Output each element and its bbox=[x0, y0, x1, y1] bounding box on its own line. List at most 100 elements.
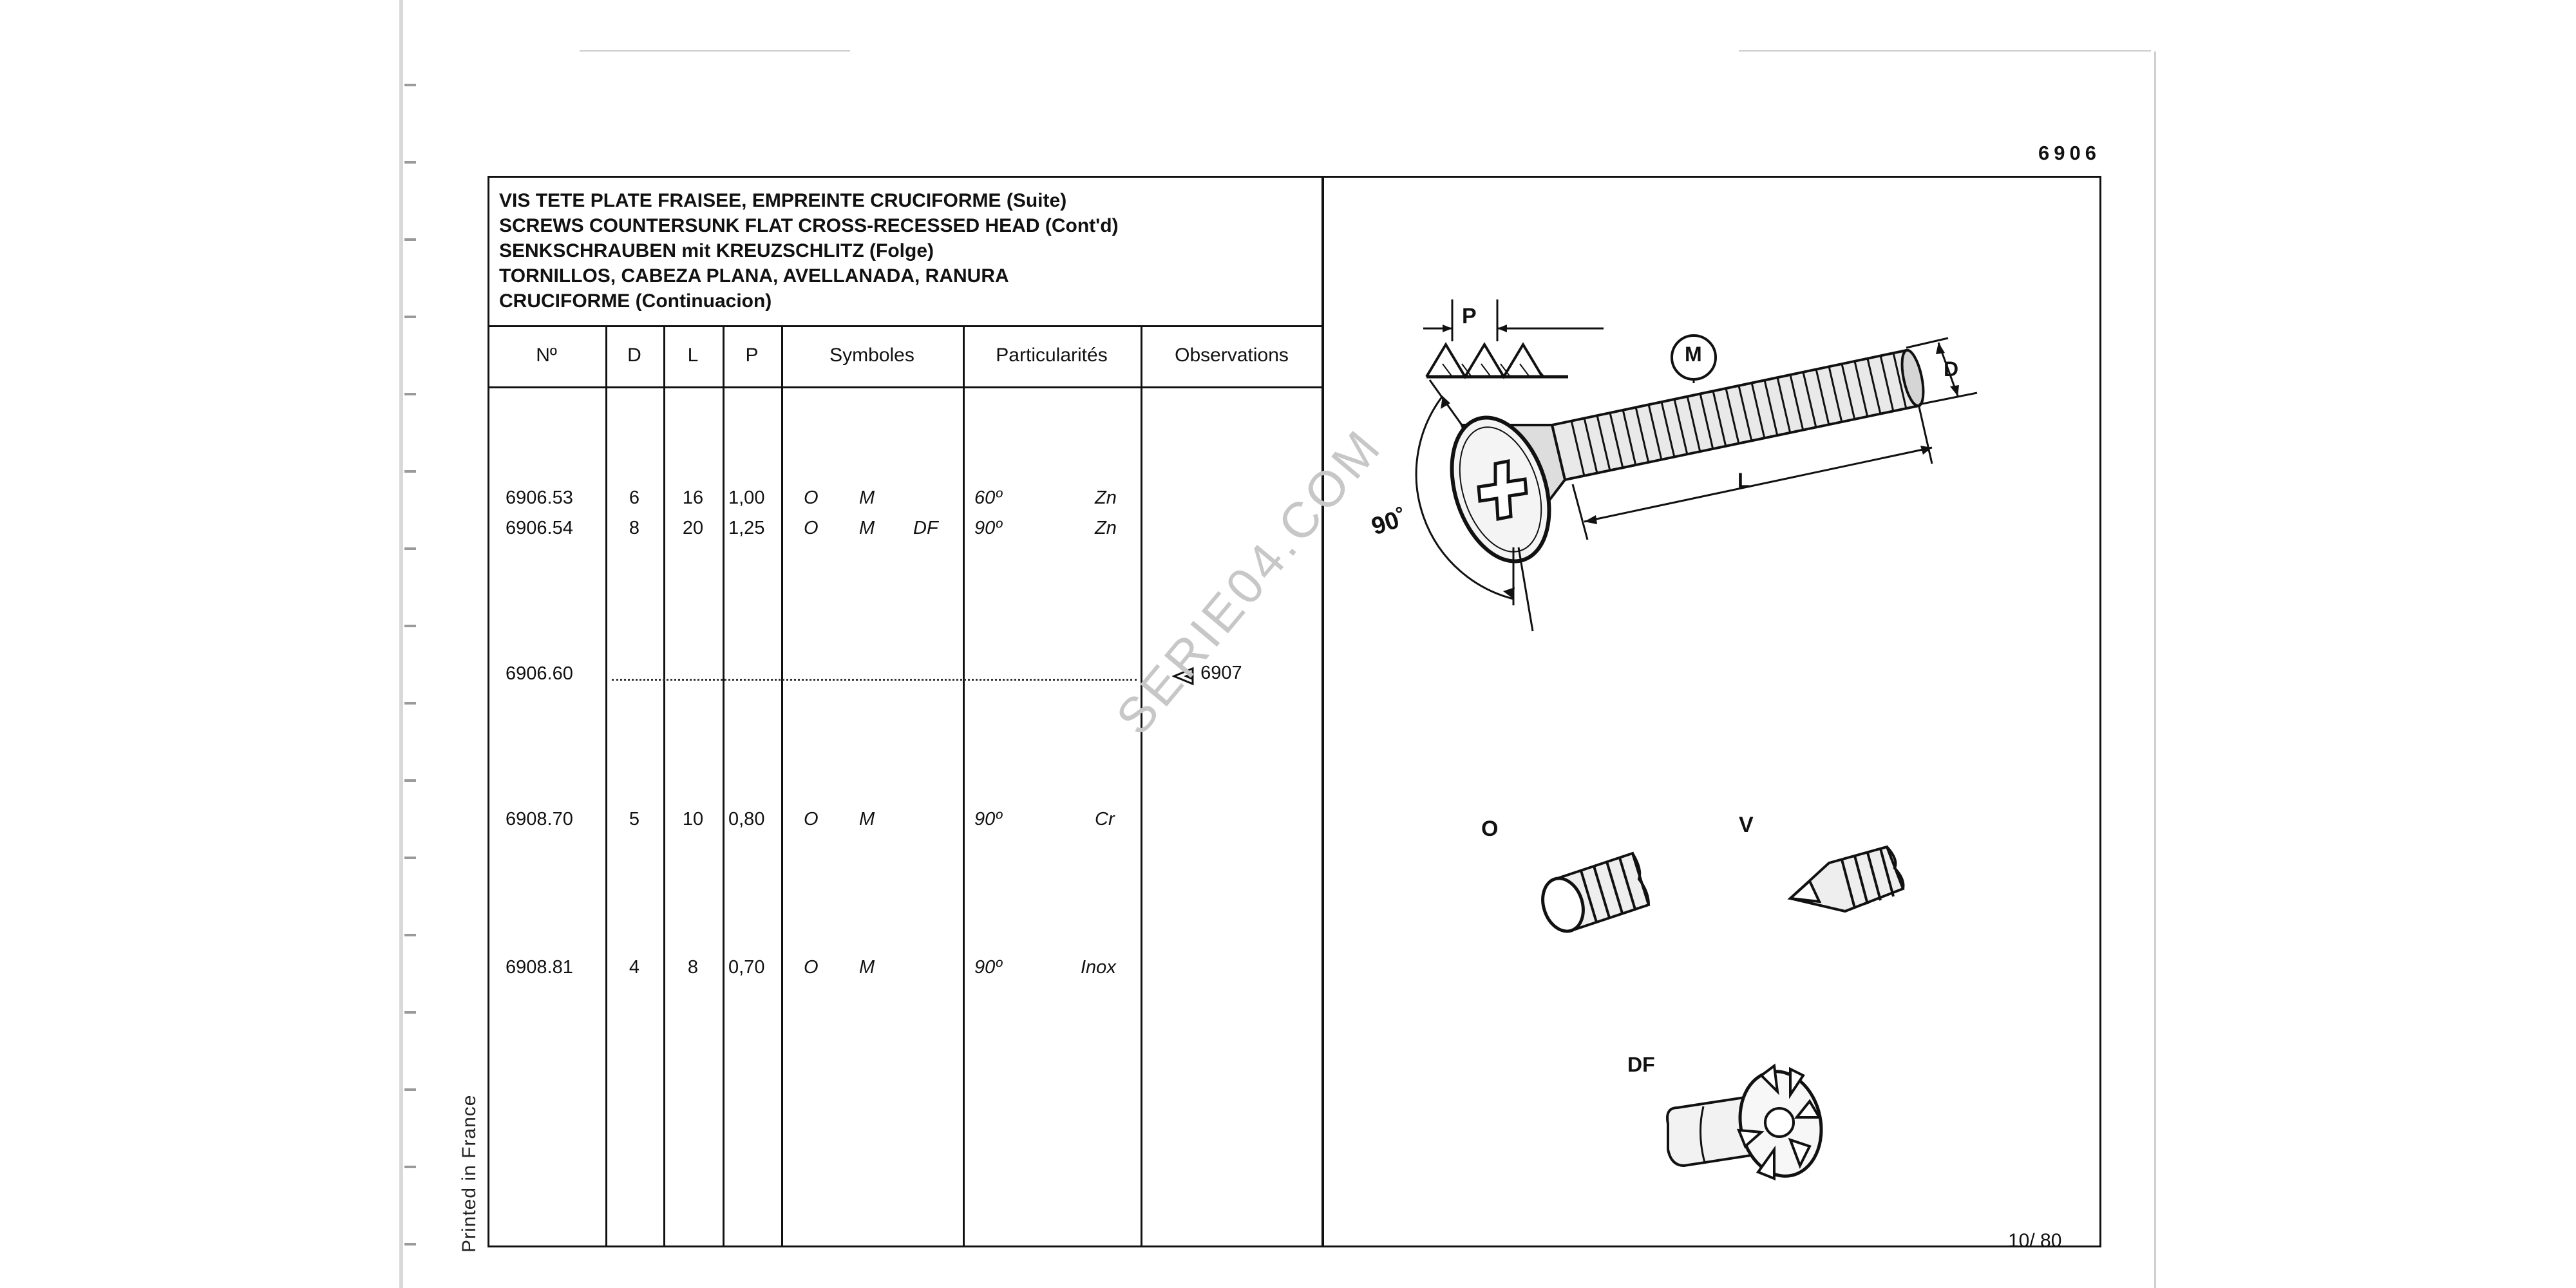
binding-mark bbox=[404, 857, 416, 859]
flat-tip-drawing bbox=[1541, 851, 1651, 933]
row-symbol-2: M bbox=[859, 518, 875, 538]
header-particularities: Particularités bbox=[996, 345, 1108, 366]
title-es-1: TORNILLOS, CABEZA PLANA, AVELLANADA, RAN… bbox=[499, 265, 1009, 287]
page-edge bbox=[399, 0, 403, 1288]
title-fr: VIS TETE PLATE FRAISEE, EMPREINTE CRUCIF… bbox=[499, 188, 1311, 213]
tip-o-label: O bbox=[1481, 817, 1499, 841]
length-label: L bbox=[1738, 469, 1750, 492]
row-angle: 60º bbox=[974, 488, 1002, 508]
row-angle: 90º bbox=[974, 957, 1002, 978]
row-l: 16 bbox=[682, 488, 704, 508]
pointer-triangle-icon bbox=[1172, 667, 1194, 686]
title-es2-text: CRUCIFORME bbox=[499, 290, 630, 312]
row-d: 6 bbox=[629, 488, 640, 508]
row-finish: Zn bbox=[1095, 488, 1117, 508]
row-angle: 90º bbox=[974, 518, 1002, 538]
binding-mark bbox=[404, 1243, 416, 1245]
row-symbol-2: M bbox=[859, 488, 875, 508]
tip-df-label: DF bbox=[1627, 1053, 1655, 1076]
header-no: Nº bbox=[536, 345, 557, 366]
header-symbols: Symboles bbox=[829, 345, 914, 366]
row-no: 6906.53 bbox=[506, 488, 573, 508]
row-symbol-2: M bbox=[859, 957, 875, 978]
header-l: L bbox=[687, 345, 699, 366]
col-rule bbox=[781, 325, 783, 1247]
title-es-2: CRUCIFORME (Continuacion) bbox=[499, 289, 1311, 314]
row-d: 5 bbox=[629, 809, 640, 829]
header-d: D bbox=[627, 345, 641, 366]
row-no: 6908.81 bbox=[506, 957, 573, 978]
col-rule bbox=[605, 325, 607, 1247]
row-finish: Cr bbox=[1095, 809, 1115, 829]
title-de-suffix: (Folge) bbox=[869, 240, 934, 261]
col-rule bbox=[723, 325, 724, 1247]
scan-margin bbox=[0, 0, 399, 1288]
header-p: P bbox=[745, 345, 759, 366]
row-finish: Zn bbox=[1095, 518, 1117, 538]
page-right-edge bbox=[2154, 52, 2156, 1288]
countersunk-screw-drawing bbox=[1415, 337, 1978, 632]
material-label: M bbox=[1685, 343, 1702, 366]
table-header-rule bbox=[488, 386, 1323, 388]
row-angle: 90º bbox=[974, 809, 1002, 829]
title-de: SENKSCHRAUBEN mit KREUZSCHLITZ (Folge) bbox=[499, 238, 1311, 263]
binding-mark bbox=[404, 238, 416, 241]
diameter-label: D bbox=[1944, 357, 1959, 381]
row-l: 8 bbox=[687, 957, 699, 978]
col-rule bbox=[663, 325, 665, 1247]
row-l: 10 bbox=[682, 809, 704, 829]
title-de-text: SENKSCHRAUBEN mit KREUZSCHLITZ bbox=[499, 240, 864, 261]
binding-mark bbox=[404, 470, 416, 473]
row-symbol-1: O bbox=[804, 488, 819, 508]
page-code: 6906 bbox=[2038, 142, 2101, 164]
row-p: 1,00 bbox=[728, 488, 765, 508]
cone-tip-drawing bbox=[1787, 845, 1905, 913]
header-observations: Observations bbox=[1175, 345, 1289, 366]
row-d: 8 bbox=[629, 518, 640, 538]
catalog-frame bbox=[488, 176, 2101, 1247]
col-rule bbox=[963, 325, 965, 1247]
row-symbol-1: O bbox=[804, 957, 819, 978]
title-en: SCREWS COUNTERSUNK FLAT CROSS-RECESSED H… bbox=[499, 213, 1311, 238]
row-symbol-3: DF bbox=[913, 518, 938, 538]
row-no: 6906.54 bbox=[506, 518, 573, 538]
title-en-suffix: (Cont'd) bbox=[1045, 215, 1119, 236]
scan-line bbox=[580, 50, 850, 52]
row-l: 20 bbox=[682, 518, 704, 538]
binding-mark bbox=[404, 1011, 416, 1014]
title-en-text: SCREWS COUNTERSUNK FLAT CROSS-RECESSED H… bbox=[499, 215, 1040, 236]
binding-mark bbox=[404, 934, 416, 936]
leader-dots bbox=[612, 679, 1137, 681]
row-p: 1,25 bbox=[728, 518, 765, 538]
tip-v-label: V bbox=[1739, 813, 1754, 837]
row-symbol-2: M bbox=[859, 809, 875, 829]
table-top-rule bbox=[488, 325, 1323, 327]
binding-mark bbox=[404, 393, 416, 395]
binding-mark bbox=[404, 84, 416, 86]
binding-mark bbox=[404, 625, 416, 627]
pitch-label: P bbox=[1462, 304, 1477, 328]
binding-mark bbox=[404, 702, 416, 705]
binding-mark bbox=[404, 547, 416, 550]
self-tapping-tip-drawing bbox=[1666, 1063, 1823, 1180]
title-block: VIS TETE PLATE FRAISEE, EMPREINTE CRUCIF… bbox=[499, 188, 1311, 314]
row-symbol-1: O bbox=[804, 518, 819, 538]
frame-divider bbox=[1321, 176, 1324, 1247]
title-fr-text: VIS TETE PLATE FRAISEE, EMPREINTE CRUCIF… bbox=[499, 190, 1001, 211]
printed-in-label: Printed in France bbox=[459, 1094, 480, 1253]
row-d: 4 bbox=[629, 957, 640, 978]
row-p: 0,70 bbox=[728, 957, 765, 978]
title-fr-suffix: (Suite) bbox=[1006, 190, 1067, 211]
row-no: 6906.60 bbox=[506, 663, 573, 684]
binding-mark bbox=[404, 316, 416, 318]
title-es2-suffix: (Continuacion) bbox=[635, 290, 772, 312]
row-no: 6908.70 bbox=[506, 809, 573, 829]
binding-mark bbox=[404, 161, 416, 164]
row-p: 0,80 bbox=[728, 809, 765, 829]
col-rule bbox=[1141, 325, 1142, 1247]
row-symbol-1: O bbox=[804, 809, 819, 829]
cross-reference-code: 6907 bbox=[1200, 663, 1242, 683]
row-finish: Inox bbox=[1081, 957, 1116, 978]
scan-line bbox=[1739, 50, 2151, 52]
binding-mark bbox=[404, 779, 416, 782]
